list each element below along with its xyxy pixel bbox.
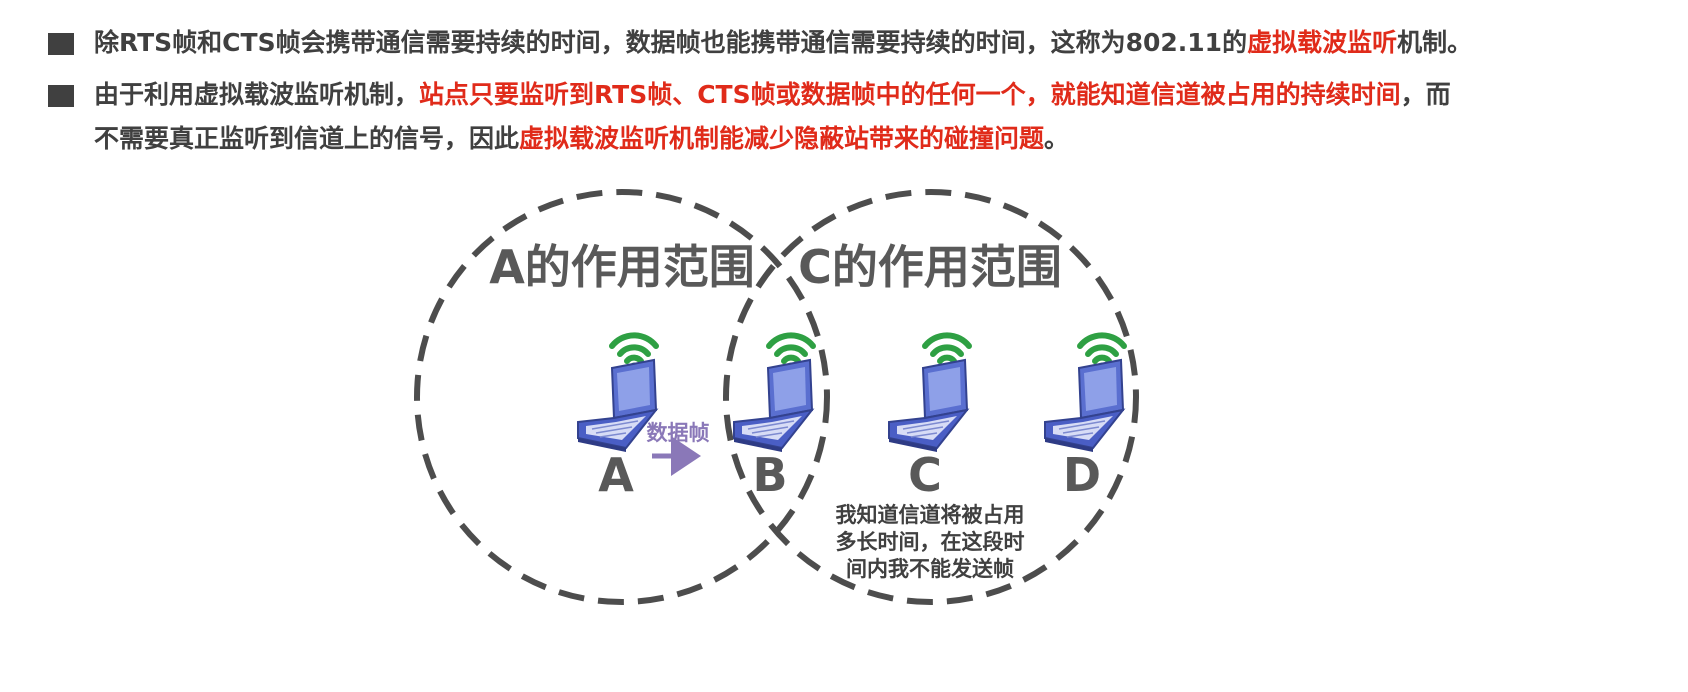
bullet-2-seg-1: 由于利用虚拟载波监听机制， [94,80,420,109]
bullet-2-line-2: 不需要真正监听到信道上的信号，因此虚拟载波监听机制能减少隐蔽站带来的碰撞问题。 [94,117,1668,161]
node-label-a: A [598,448,634,502]
laptop-icon-a [577,359,657,453]
bullet-1: 除RTS帧和CTS帧会携带通信需要持续的时间，数据帧也能携带通信需要持续的时间，… [48,21,1668,65]
scope-label-a: A的作用范围 [489,240,755,294]
arrow-label: 数据帧 [647,421,710,445]
scope-label-c: C的作用范围 [798,240,1062,294]
note-line-1: 我知道信道将被占用 [836,503,1025,527]
bullet-2-seg-2: ，而 [1400,80,1451,109]
bullet-square-icon [48,33,74,55]
laptop-icon-c [888,359,968,453]
bullet-2: 由于利用虚拟载波监听机制，站点只要监听到RTS帧、CTS帧或数据帧中的任何一个，… [48,73,1668,161]
bullet-1-seg-2: 机制。 [1397,28,1473,57]
bullet-2-highlight-1: 站点只要监听到RTS帧、CTS帧或数据帧中的任何一个，就能知道信道被占用的持续时… [419,80,1401,109]
scope-circle-a [414,189,830,605]
bullet-1-text: 除RTS帧和CTS帧会携带通信需要持续的时间，数据帧也能携带通信需要持续的时间，… [94,21,1668,65]
bullet-2-highlight-2: 虚拟载波监听机制能减少隐蔽站带来的碰撞问题 [519,124,1045,153]
node-label-b: B [752,448,787,502]
bullet-2-seg-4: 。 [1044,124,1070,153]
scope-circle-c [723,189,1139,605]
node-label-d: D [1063,448,1101,502]
bullet-2-line-1: 由于利用虚拟载波监听机制，站点只要监听到RTS帧、CTS帧或数据帧中的任何一个，… [94,73,1668,117]
bullet-2-text: 由于利用虚拟载波监听机制，站点只要监听到RTS帧、CTS帧或数据帧中的任何一个，… [94,73,1668,161]
bullet-1-seg-1: 除RTS帧和CTS帧会携带通信需要持续的时间，数据帧也能携带通信需要持续的时间，… [94,28,1248,57]
bullet-1-highlight-1: 虚拟载波监听 [1247,28,1398,57]
laptop-icon-b [733,359,813,453]
node-label-c: C [908,448,942,502]
bullet-2-seg-3: 不需要真正监听到信道上的信号，因此 [94,124,520,153]
note-line-2: 多长时间，在这段时 [836,530,1025,554]
note-line-3: 间内我不能发送帧 [846,557,1014,581]
laptop-icon-d [1044,359,1124,453]
bullet-square-icon [48,85,74,107]
